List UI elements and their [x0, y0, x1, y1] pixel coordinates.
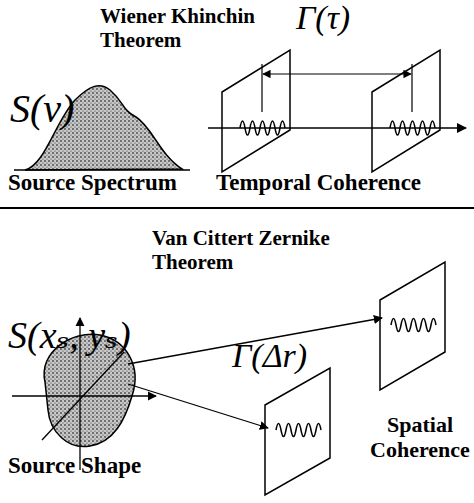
wave-packet: [240, 121, 285, 135]
observation-plane: [372, 50, 440, 172]
panel-caption: Spatial Coherence: [366, 412, 474, 463]
observation-plane: [380, 262, 445, 390]
z-axis: [42, 352, 124, 440]
theorem-name: Van Cittert Zernike Theorem: [152, 226, 382, 274]
panel-caption: Temporal Coherence: [216, 170, 421, 196]
delay-arrow: [263, 73, 411, 74]
delay-tick: [261, 64, 262, 112]
wave-packet: [390, 121, 435, 135]
panel-caption: Source Spectrum: [8, 170, 177, 196]
coherence-function: Γ(Δr): [232, 336, 307, 375]
panel-caption: Source Shape: [8, 453, 141, 479]
delay-tick: [411, 64, 412, 112]
light-ray: [128, 384, 268, 428]
source-symbol: S(xₛ, yₛ): [8, 314, 131, 358]
theorem-name: Wiener Khinchin Theorem: [100, 4, 275, 52]
wave-packet: [276, 424, 321, 437]
wave-packet: [391, 319, 436, 332]
observation-plane: [222, 50, 290, 172]
observation-plane: [265, 368, 330, 495]
coherence-function: Γ(τ): [296, 0, 350, 37]
panel-separator: [0, 207, 474, 209]
spectrum-symbol: S(ν): [10, 86, 74, 132]
